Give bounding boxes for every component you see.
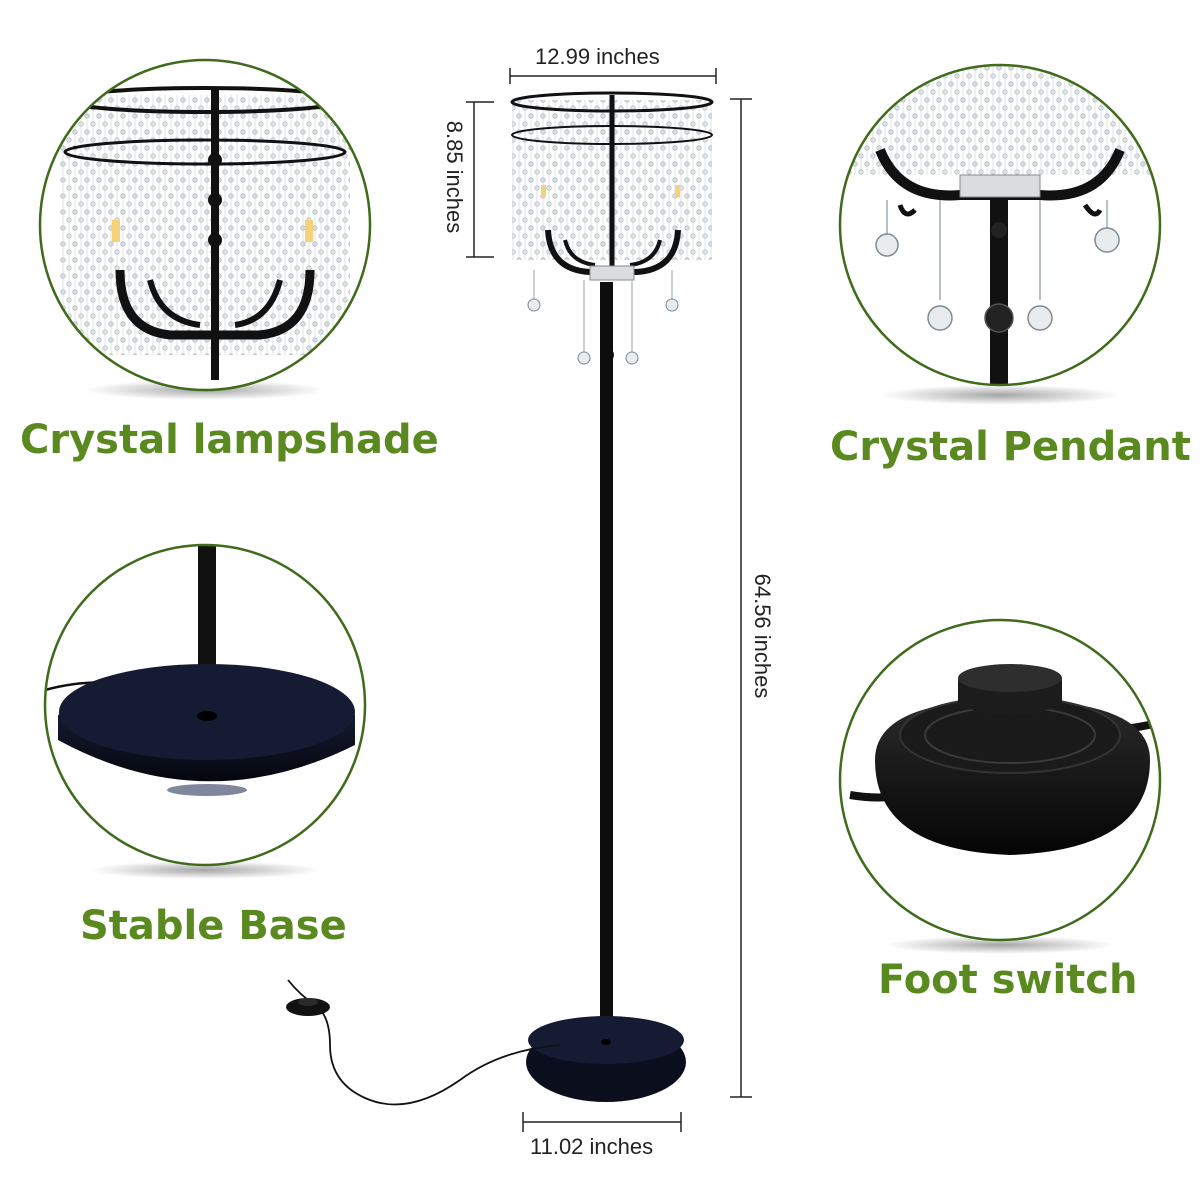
dimension-line-shade-width bbox=[509, 68, 717, 84]
crystal-lampshade-detail-image bbox=[38, 58, 372, 400]
stable-base-label: Stable Base bbox=[80, 903, 347, 949]
total-height-dimension: 64.56 inches bbox=[750, 573, 775, 699]
dimension-line-shade-height bbox=[466, 101, 494, 258]
floor-lamp-image bbox=[286, 91, 714, 1106]
dimension-line-base-width bbox=[522, 1112, 682, 1132]
foot-switch-detail-image bbox=[838, 618, 1162, 954]
shade-width-dimension: 12.99 inches bbox=[535, 44, 660, 69]
dimension-line-total-height bbox=[730, 98, 752, 1098]
shade-height-dimension: 8.85 inches bbox=[442, 120, 467, 234]
crystal-pendant-detail-image bbox=[838, 63, 1162, 405]
crystal-lampshade-label: Crystal lampshade bbox=[20, 417, 439, 463]
stable-base-detail-image bbox=[43, 543, 367, 879]
crystal-pendant-label: Crystal Pendant bbox=[830, 424, 1191, 470]
foot-switch-label: Foot switch bbox=[878, 957, 1138, 1003]
base-width-dimension: 11.02 inches bbox=[530, 1134, 654, 1159]
